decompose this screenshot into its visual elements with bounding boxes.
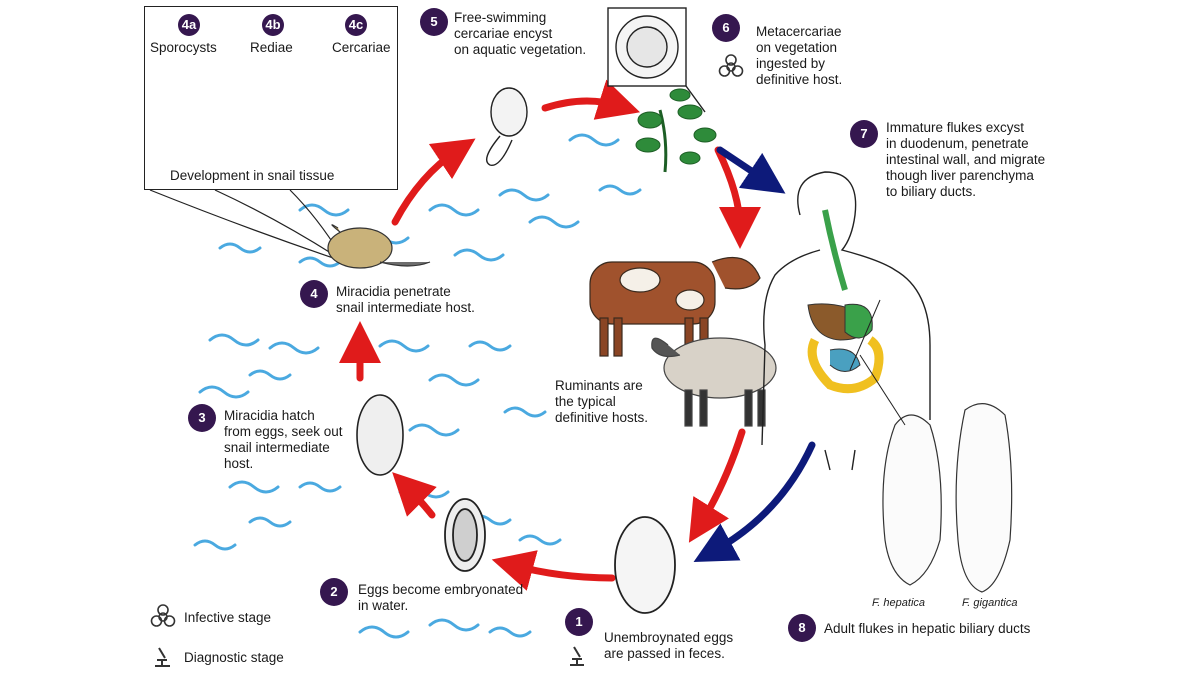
microscope-icon [150,645,176,669]
biohazard-icon [718,54,744,80]
step-4-number: 4 [300,280,328,308]
step-3-number: 3 [188,404,216,432]
step-6-number: 6 [712,14,740,42]
step-8-text: Adult flukes in hepatic biliary ducts [824,621,1030,637]
legend-diagnostic: Diagnostic stage [150,645,284,669]
legend-infective-label: Infective stage [184,610,271,625]
badge-4b: 4b [262,14,284,36]
badge-4c: 4c [345,14,367,36]
step-2-number: 2 [320,578,348,606]
legend-infective: Infective stage [150,604,271,630]
label-cercariae: Cercariae [332,40,391,56]
step-5-number: 5 [420,8,448,36]
legend-diagnostic-label: Diagnostic stage [184,650,284,665]
embryonated-egg [445,499,485,571]
label-rediae: Rediae [250,40,293,56]
sheep-drawing [652,338,776,426]
badge-4a: 4a [178,14,200,36]
step-1-number: 1 [565,608,593,636]
step-7-number: 7 [850,120,878,148]
unembryonated-egg [615,517,675,613]
adult-flukes [883,404,1012,592]
step-8-number: 8 [788,614,816,642]
snail-drawing [328,225,430,268]
metacercaria-inset [608,8,705,112]
label-sporocysts: Sporocysts [150,40,217,56]
snail-box-caption: Development in snail tissue [170,168,334,184]
biohazard-icon [150,604,176,630]
species-gigantica: F. gigantica [962,597,1017,609]
species-hepatica: F. hepatica [872,597,925,609]
vegetation [636,89,716,172]
cercaria-drawing [487,88,527,165]
miracidium [357,395,403,475]
human-organs [808,210,879,389]
microscope-icon [566,644,588,668]
